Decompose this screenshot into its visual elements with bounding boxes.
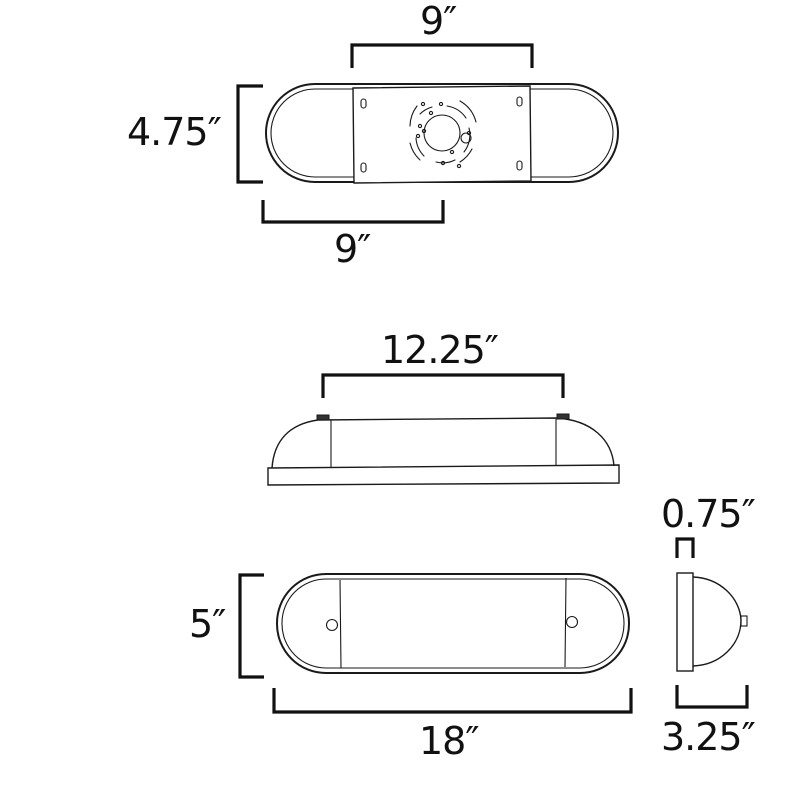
top-half-length-dimension-bracket — [261, 200, 445, 224]
end-dome-profile — [692, 576, 742, 667]
end-nub — [740, 615, 748, 627]
mount-screw-icon — [556, 413, 570, 420]
mounting-plate — [352, 85, 532, 184]
front-divider-right — [564, 577, 567, 668]
side-view — [267, 373, 620, 486]
top-plate-dimension-bracket — [350, 43, 534, 68]
plate-slot-icon — [360, 162, 367, 173]
top-view — [236, 43, 619, 224]
front-capsule-outer — [276, 573, 630, 674]
dim-label-top-height: 4.75″ — [127, 110, 222, 154]
end-plate-depth-bracket — [675, 537, 695, 558]
front-length-bracket — [272, 688, 633, 714]
dim-label-end-plate-depth: 0.75″ — [661, 492, 756, 536]
dim-label-top-plate-width: 9″ — [420, 0, 457, 43]
plate-slot-icon — [516, 160, 523, 171]
end-view — [675, 537, 749, 709]
front-view — [238, 573, 633, 714]
front-screw-hole-icon — [325, 618, 339, 632]
top-height-dimension-bracket — [236, 84, 263, 184]
front-divider-left — [339, 579, 342, 669]
dim-label-front-length: 18″ — [419, 719, 480, 763]
front-height-bracket — [238, 573, 264, 679]
side-mount-spacing-bracket — [321, 373, 565, 398]
dim-label-top-half-length: 9″ — [334, 227, 371, 271]
knockout-pattern-icon — [409, 100, 477, 169]
mount-screw-icon — [316, 414, 330, 421]
dim-label-end-depth: 3.25″ — [661, 715, 756, 759]
front-screw-hole-icon — [565, 615, 579, 629]
end-wall-plate — [676, 572, 694, 672]
front-capsule-inner — [281, 578, 625, 669]
side-base-plate — [267, 464, 620, 486]
dim-label-side-mount-spacing: 12.25″ — [381, 328, 499, 372]
end-depth-bracket — [675, 685, 749, 709]
side-dome-profile — [271, 417, 615, 469]
dim-label-front-height: 5″ — [189, 602, 226, 646]
plate-slot-icon — [360, 98, 367, 109]
plate-slot-icon — [516, 96, 523, 107]
